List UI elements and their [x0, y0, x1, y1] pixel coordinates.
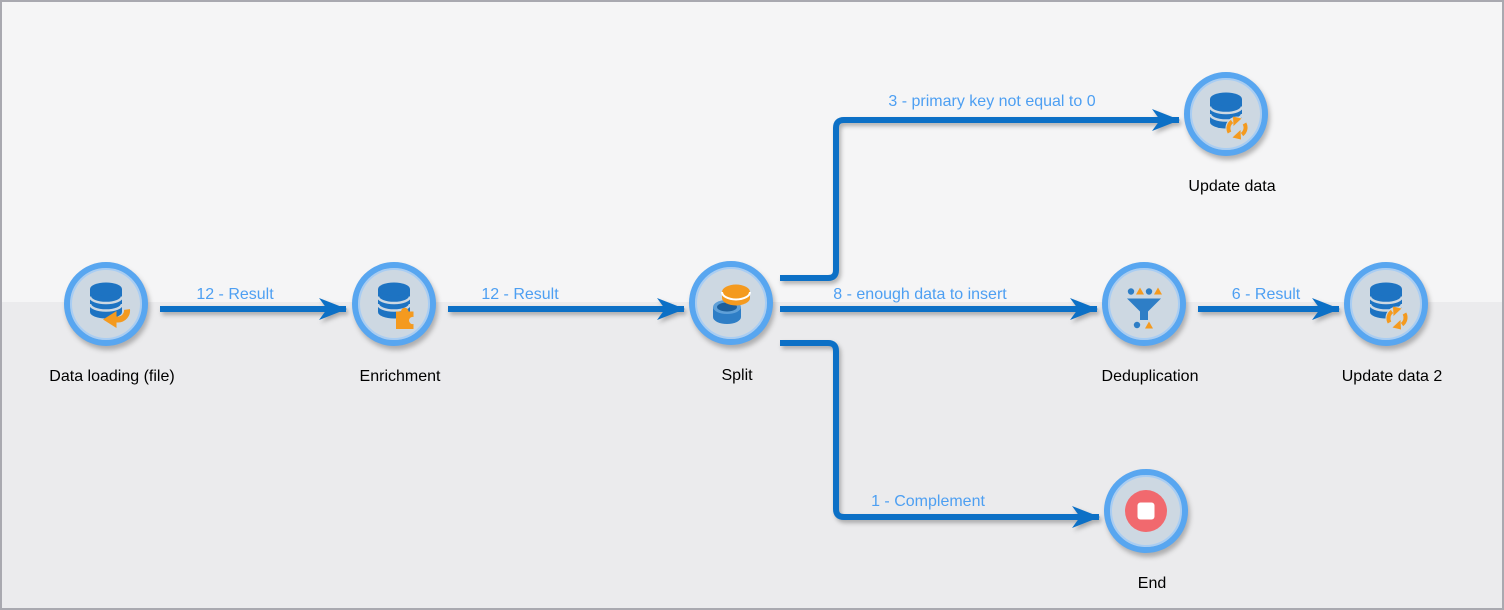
background-band-top [2, 2, 1502, 302]
node-label: End [1137, 575, 1167, 592]
node-label: Deduplication [1101, 368, 1199, 385]
node-label: Update data [1188, 178, 1276, 195]
node-end-circle[interactable] [1104, 469, 1188, 553]
node-deduplication-circle[interactable] [1102, 262, 1186, 346]
database-enrichment-icon [358, 268, 430, 340]
edge-label-result-3[interactable]: 6 - Result [1231, 286, 1301, 303]
edge-label-enough-data[interactable]: 8 - enough data to insert [833, 286, 1007, 303]
node-label: Split [721, 367, 753, 384]
node-label: Data loading (file) [49, 368, 175, 385]
stop-icon [1110, 475, 1182, 547]
deduplication-funnel-icon [1108, 268, 1180, 340]
edge-split-updatedata[interactable] [780, 109, 1180, 281]
edge-label-result-1[interactable]: 12 - Result [196, 286, 274, 303]
node-update-data-2-circle[interactable] [1344, 262, 1428, 346]
node-label: Enrichment [359, 368, 441, 385]
edge-label-complement[interactable]: 1 - Complement [871, 493, 985, 510]
node-split-circle[interactable] [689, 261, 773, 345]
node-update-data-circle[interactable] [1184, 72, 1268, 156]
database-update-icon [1190, 78, 1262, 150]
edge-label-primary-key[interactable]: 3 - primary key not equal to 0 [888, 93, 1096, 110]
edge-label-result-2[interactable]: 12 - Result [481, 286, 559, 303]
background-band-bottom [2, 302, 1502, 608]
split-icon [695, 267, 767, 339]
edge-split-end[interactable] [780, 340, 1100, 528]
database-update-icon [1350, 268, 1422, 340]
database-load-icon [70, 268, 142, 340]
node-data-loading-circle[interactable] [64, 262, 148, 346]
node-enrichment-circle[interactable] [352, 262, 436, 346]
node-label: Update data 2 [1341, 368, 1443, 385]
